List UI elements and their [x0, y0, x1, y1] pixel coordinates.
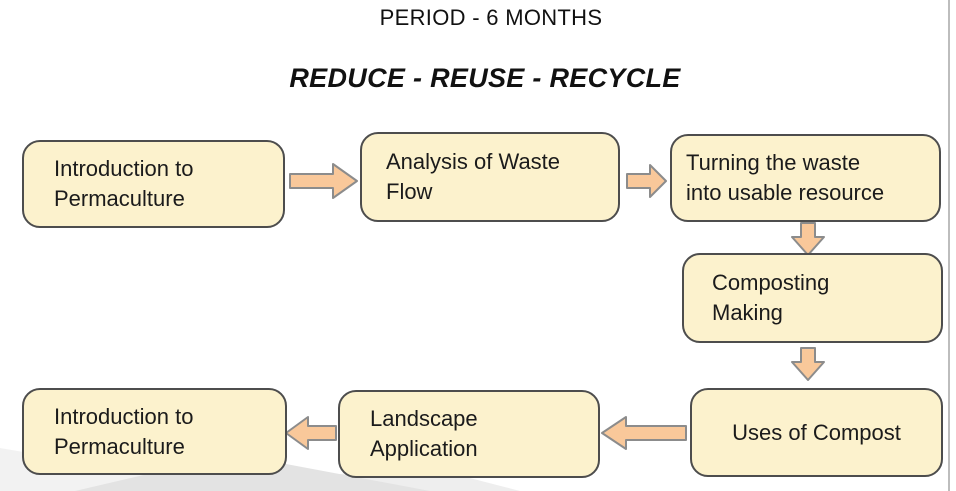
box-text-line: Introduction to: [54, 403, 194, 429]
flow-box-introduction-top: Introduction to Permaculture: [22, 140, 285, 228]
flow-box-analysis-waste-flow: Analysis of Waste Flow: [360, 132, 620, 222]
arrow-left-icon: [600, 415, 688, 451]
flow-box-uses-of-compost: Uses of Compost: [690, 388, 943, 477]
flow-box-introduction-bottom: Introduction to Permaculture: [22, 388, 287, 475]
box-text-line: Permaculture: [54, 186, 185, 211]
box-text-line: Introduction to: [54, 156, 194, 181]
arrow-down-icon: [790, 222, 826, 256]
box-text-line: into usable resource: [686, 180, 885, 205]
box-text-line: Turning the waste: [686, 150, 861, 175]
arrow-right-icon: [289, 162, 359, 200]
box-text-line: Composting: [712, 270, 830, 295]
page-title: PERIOD - 6 MONTHS: [379, 5, 603, 30]
box-text-line: Landscape: [370, 406, 478, 431]
box-text-line: Analysis of Waste: [386, 149, 561, 174]
box-text-line: Uses of Compost: [732, 419, 901, 445]
page-subtitle: REDUCE - REUSE - RECYCLE: [289, 63, 681, 93]
box-text-line: Making: [712, 300, 783, 325]
box-text-line: Flow: [386, 179, 433, 204]
arrow-down-icon: [790, 347, 826, 381]
flow-box-turning-waste: Turning the waste into usable resource: [670, 134, 941, 222]
flow-box-landscape-application: Landscape Application: [338, 390, 600, 478]
box-text-line: Application: [370, 436, 478, 461]
box-text-line: Permaculture: [54, 433, 185, 459]
slide-edge-divider: [948, 0, 950, 491]
arrow-left-icon: [284, 415, 338, 451]
flow-box-composting-making: Composting Making: [682, 253, 943, 343]
arrow-right-icon: [626, 163, 668, 199]
